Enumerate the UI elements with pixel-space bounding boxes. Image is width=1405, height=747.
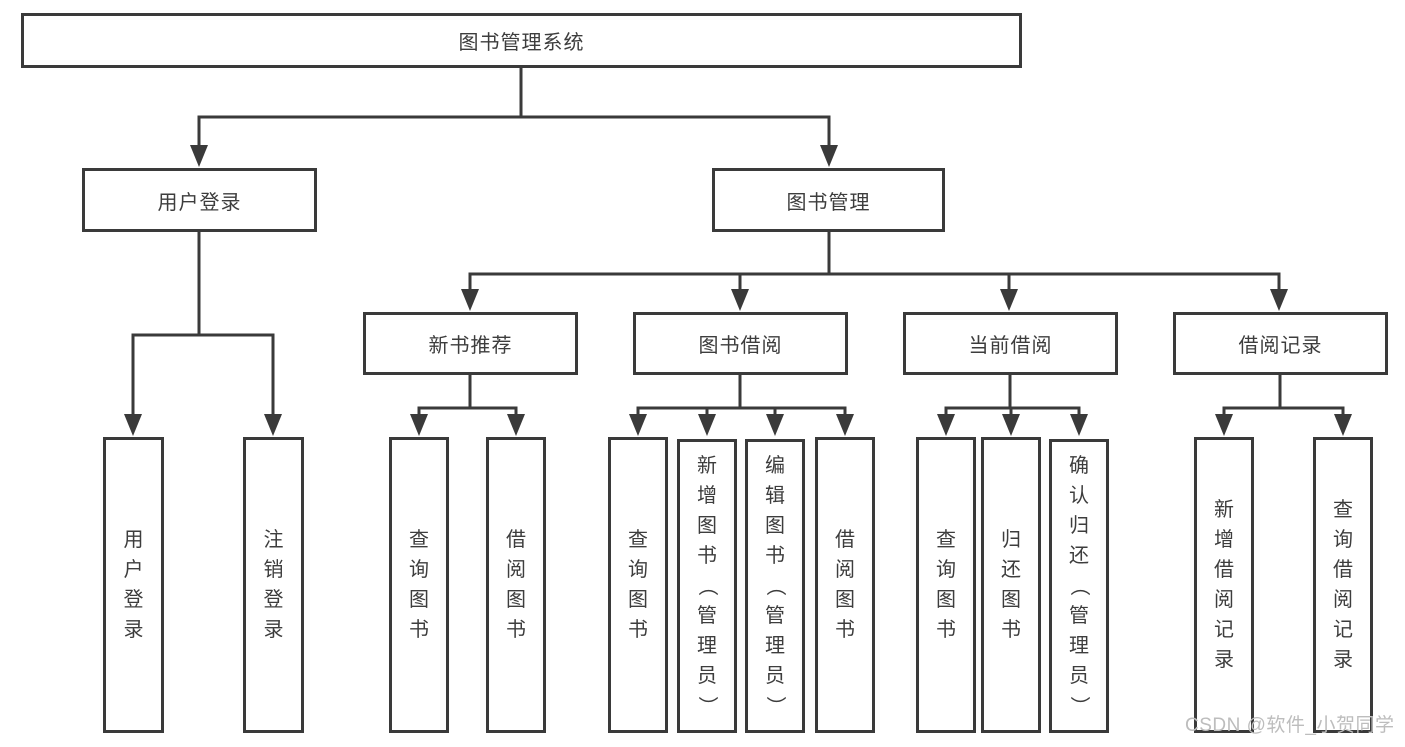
connector-root-to-level2	[190, 68, 838, 167]
csdn-watermark: CSDN @软件_小贺同学	[1185, 715, 1395, 736]
node-root-system: 图书管理系统	[21, 13, 1022, 68]
connector-bookborrow-to-leaves	[629, 375, 854, 436]
node-book-borrowing: 图书借阅	[633, 312, 848, 375]
leaf-confirm-return-admin: 确认归还（管理员）	[1049, 439, 1109, 733]
leaf-query-borrow-record: 查询借阅记录	[1313, 437, 1373, 733]
leaf-borrowing-query-books: 查询图书	[608, 437, 668, 733]
node-new-book-recommend: 新书推荐	[363, 312, 578, 375]
leaf-recommend-query-books: 查询图书	[389, 437, 449, 733]
connector-newbook-to-leaves	[410, 375, 525, 436]
leaf-add-books-admin: 新增图书（管理员）	[677, 439, 737, 733]
leaf-recommend-borrow-books: 借阅图书	[486, 437, 546, 733]
leaf-user-login: 用户登录	[103, 437, 164, 733]
connector-currentborrow-to-leaves	[937, 375, 1088, 436]
leaf-return-books: 归还图书	[981, 437, 1041, 733]
node-borrowing-records: 借阅记录	[1173, 312, 1388, 375]
connector-bookmgmt-to-level3	[461, 232, 1288, 311]
node-user-login: 用户登录	[82, 168, 317, 232]
leaf-edit-books-admin: 编辑图书（管理员）	[745, 439, 805, 733]
leaf-logout-login: 注销登录	[243, 437, 304, 733]
leaf-borrowing-borrow-books: 借阅图书	[815, 437, 875, 733]
connector-records-to-leaves	[1215, 375, 1352, 436]
node-current-borrowing: 当前借阅	[903, 312, 1118, 375]
leaf-add-borrow-record: 新增借阅记录	[1194, 437, 1254, 733]
node-book-management: 图书管理	[712, 168, 945, 232]
leaf-current-query-books: 查询图书	[916, 437, 976, 733]
connector-userlogin-to-leaves	[124, 232, 282, 436]
